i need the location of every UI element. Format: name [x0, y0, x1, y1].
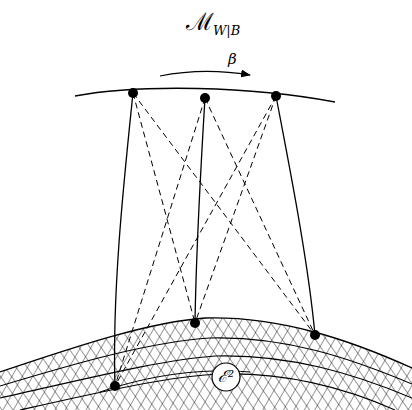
- solid-links: [115, 93, 315, 386]
- points: [110, 88, 320, 391]
- region-label: ℰ²: [211, 369, 241, 385]
- manifold-symbol: ℳ: [186, 10, 214, 34]
- region-circle: ℰ²: [211, 362, 241, 392]
- fiber-curve: [75, 88, 335, 102]
- manifold-subscript: W|B: [213, 24, 240, 37]
- hatched-surface: [0, 318, 412, 410]
- flow-arrow: [160, 71, 250, 76]
- dashed-links: [115, 93, 315, 386]
- flow-label: β: [228, 52, 237, 67]
